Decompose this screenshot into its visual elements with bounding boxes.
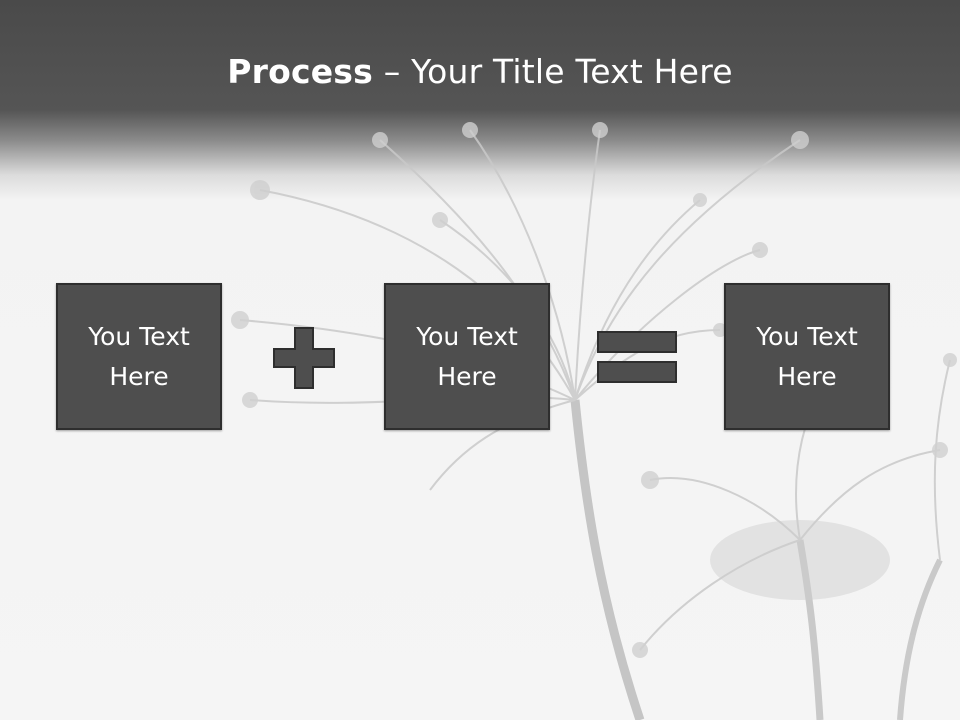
title-bold: Process (227, 52, 373, 91)
process-box-3-label: You Text Here (756, 321, 858, 391)
plus-icon (273, 327, 335, 389)
process-box-1: You Text Here (56, 283, 222, 430)
process-box-2-label: You Text Here (416, 321, 518, 391)
process-box-2: You Text Here (384, 283, 550, 430)
title-separator: – (373, 52, 412, 91)
process-box-3: You Text Here (724, 283, 890, 430)
equals-icon (597, 331, 677, 383)
process-box-1-label: You Text Here (88, 321, 190, 391)
slide-title: Process – Your Title Text Here (0, 52, 960, 91)
title-text: Your Title Text Here (411, 52, 733, 91)
title-bar: Process – Your Title Text Here (0, 0, 960, 150)
